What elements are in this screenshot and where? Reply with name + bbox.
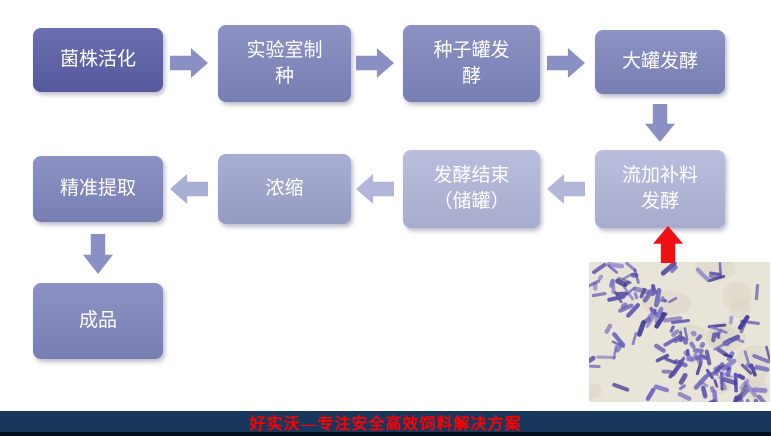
flow-node-ferment-end: 发酵结束 （储罐） bbox=[403, 150, 540, 228]
footer-slogan: 好实沃—专注安全高效饲料解决方案 bbox=[249, 415, 522, 433]
arrow-right-icon bbox=[356, 48, 394, 78]
flow-node-main-tank: 大罐发酵 bbox=[595, 30, 725, 94]
flow-node-extract: 精准提取 bbox=[33, 156, 163, 222]
arrow-left-icon bbox=[356, 174, 394, 204]
flow-node-seed-tank: 种子罐发 酵 bbox=[403, 25, 540, 102]
arrow-left-icon bbox=[170, 174, 208, 204]
arrow-down-icon bbox=[645, 104, 675, 142]
flow-node-lab-seed: 实验室制 种 bbox=[218, 25, 351, 102]
flow-node-product: 成品 bbox=[33, 283, 163, 359]
flow-node-strain-activation: 菌株活化 bbox=[33, 28, 163, 92]
arrow-up-red-icon bbox=[653, 226, 683, 263]
arrow-right-icon bbox=[170, 48, 208, 78]
flow-node-fed-batch: 流加补料 发酵 bbox=[595, 150, 725, 228]
arrow-down-icon bbox=[83, 234, 113, 274]
arrow-left-icon bbox=[547, 174, 585, 204]
footer-banner: 好实沃—专注安全高效饲料解决方案 bbox=[0, 411, 771, 436]
flow-node-concentrate: 浓缩 bbox=[218, 154, 351, 224]
arrow-right-icon bbox=[547, 48, 585, 78]
bacteria-micrograph bbox=[589, 262, 770, 402]
